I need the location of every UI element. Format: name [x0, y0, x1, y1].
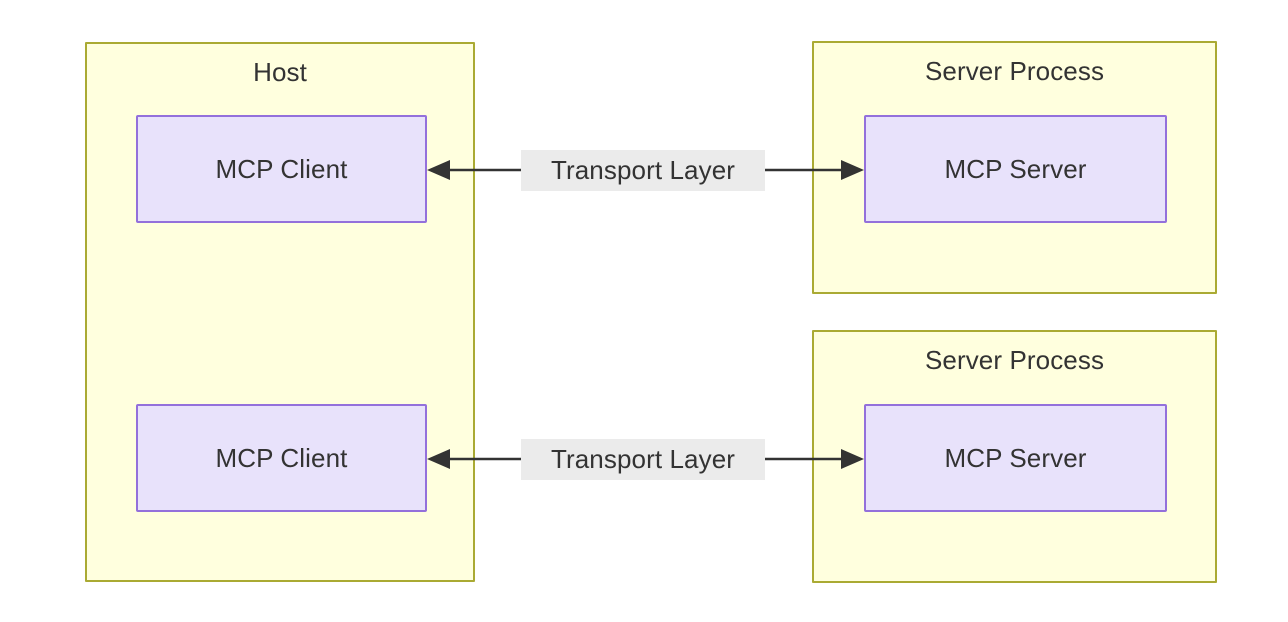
edge-label-transport-1: Transport Layer [521, 150, 765, 191]
cluster-server-process-2-title: Server Process [924, 345, 1105, 375]
cluster-host-title: Host [253, 57, 307, 87]
node-mcp-client-1[interactable]: MCP Client [136, 115, 427, 223]
node-mcp-server-1[interactable]: MCP Server [864, 115, 1167, 223]
edge-label-transport-2: Transport Layer [521, 439, 765, 480]
node-mcp-client-2[interactable]: MCP Client [136, 404, 427, 512]
node-mcp-server-1-label: MCP Server [944, 154, 1087, 184]
node-mcp-server-2[interactable]: MCP Server [864, 404, 1167, 512]
node-mcp-server-2-label: MCP Server [944, 443, 1087, 473]
cluster-server-process-1-title: Server Process [924, 56, 1105, 86]
node-mcp-client-1-label: MCP Client [215, 154, 348, 184]
node-mcp-client-2-label: MCP Client [215, 443, 348, 473]
